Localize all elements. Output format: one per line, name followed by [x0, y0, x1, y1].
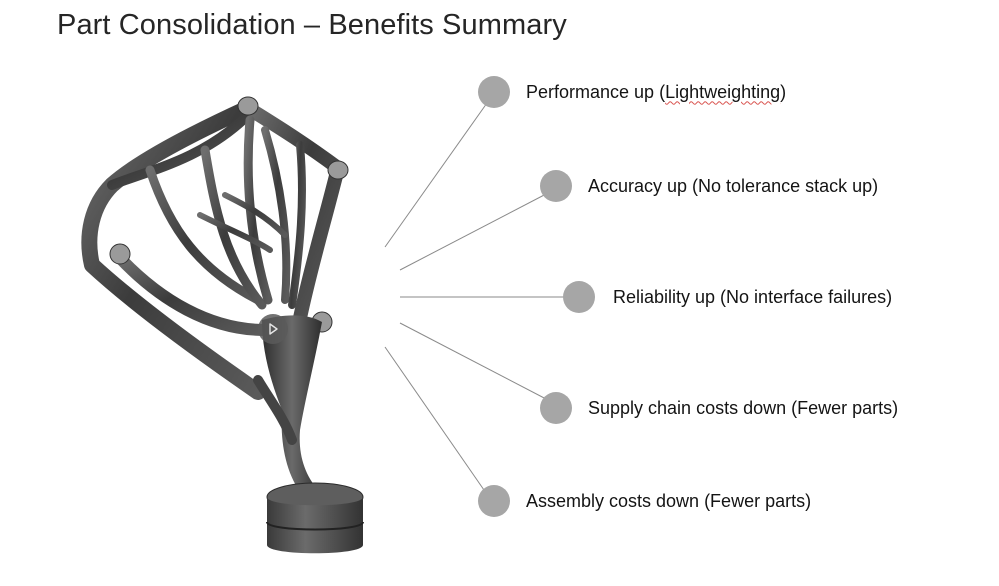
- benefit-bullet: [540, 170, 572, 202]
- part-rib: [222, 192, 288, 238]
- benefit-item: Performance up (Lightweighting): [478, 76, 786, 108]
- part-boss: [237, 96, 259, 116]
- benefit-bullet: [478, 76, 510, 108]
- benefit-text: Performance up (Lightweighting): [526, 82, 786, 103]
- part-base-groove: [266, 521, 364, 531]
- connector-line: [399, 192, 549, 271]
- spellcheck-word: Lightweighting: [665, 81, 781, 102]
- part-stem: [262, 315, 322, 492]
- part-rib: [288, 141, 306, 309]
- benefit-text: Supply chain costs down (Fewer parts): [588, 397, 899, 418]
- benefit-text-prefix: Performance up (: [526, 81, 666, 102]
- benefit-bullet: [478, 485, 510, 517]
- benefit-item: Accuracy up (No tolerance stack up): [540, 170, 878, 202]
- part-base-body: [267, 497, 363, 554]
- connector-line: [384, 346, 485, 491]
- benefit-text: Assembly costs down (Fewer parts): [526, 490, 812, 511]
- consolidated-part-image: [81, 96, 364, 554]
- play-button[interactable]: [258, 314, 288, 344]
- slide-title: Part Consolidation – Benefits Summary: [57, 9, 567, 41]
- benefit-item: Assembly costs down (Fewer parts): [478, 485, 811, 517]
- part-frame: [81, 100, 266, 400]
- part-rib: [145, 165, 263, 305]
- part-rib: [261, 126, 291, 304]
- connector-line: [399, 322, 549, 401]
- benefit-text: Reliability up (No interface failures): [613, 286, 893, 307]
- benefit-bullet: [563, 281, 595, 313]
- part-rib: [197, 212, 273, 253]
- benefit-text-suffix: ): [780, 81, 787, 102]
- part-frame: [114, 252, 271, 336]
- benefit-bullet: [540, 392, 572, 424]
- part-boss: [109, 243, 131, 265]
- part-stem: [253, 375, 297, 445]
- benefit-item: Supply chain costs down (Fewer parts): [540, 392, 898, 424]
- benefit-text: Accuracy up (No tolerance stack up): [588, 175, 879, 196]
- part-frame: [107, 113, 250, 190]
- benefit-item: Reliability up (No interface failures): [563, 281, 892, 313]
- play-icon: [269, 323, 278, 335]
- connector-line: [384, 102, 488, 248]
- part-rib: [200, 145, 267, 310]
- part-boss: [327, 160, 349, 180]
